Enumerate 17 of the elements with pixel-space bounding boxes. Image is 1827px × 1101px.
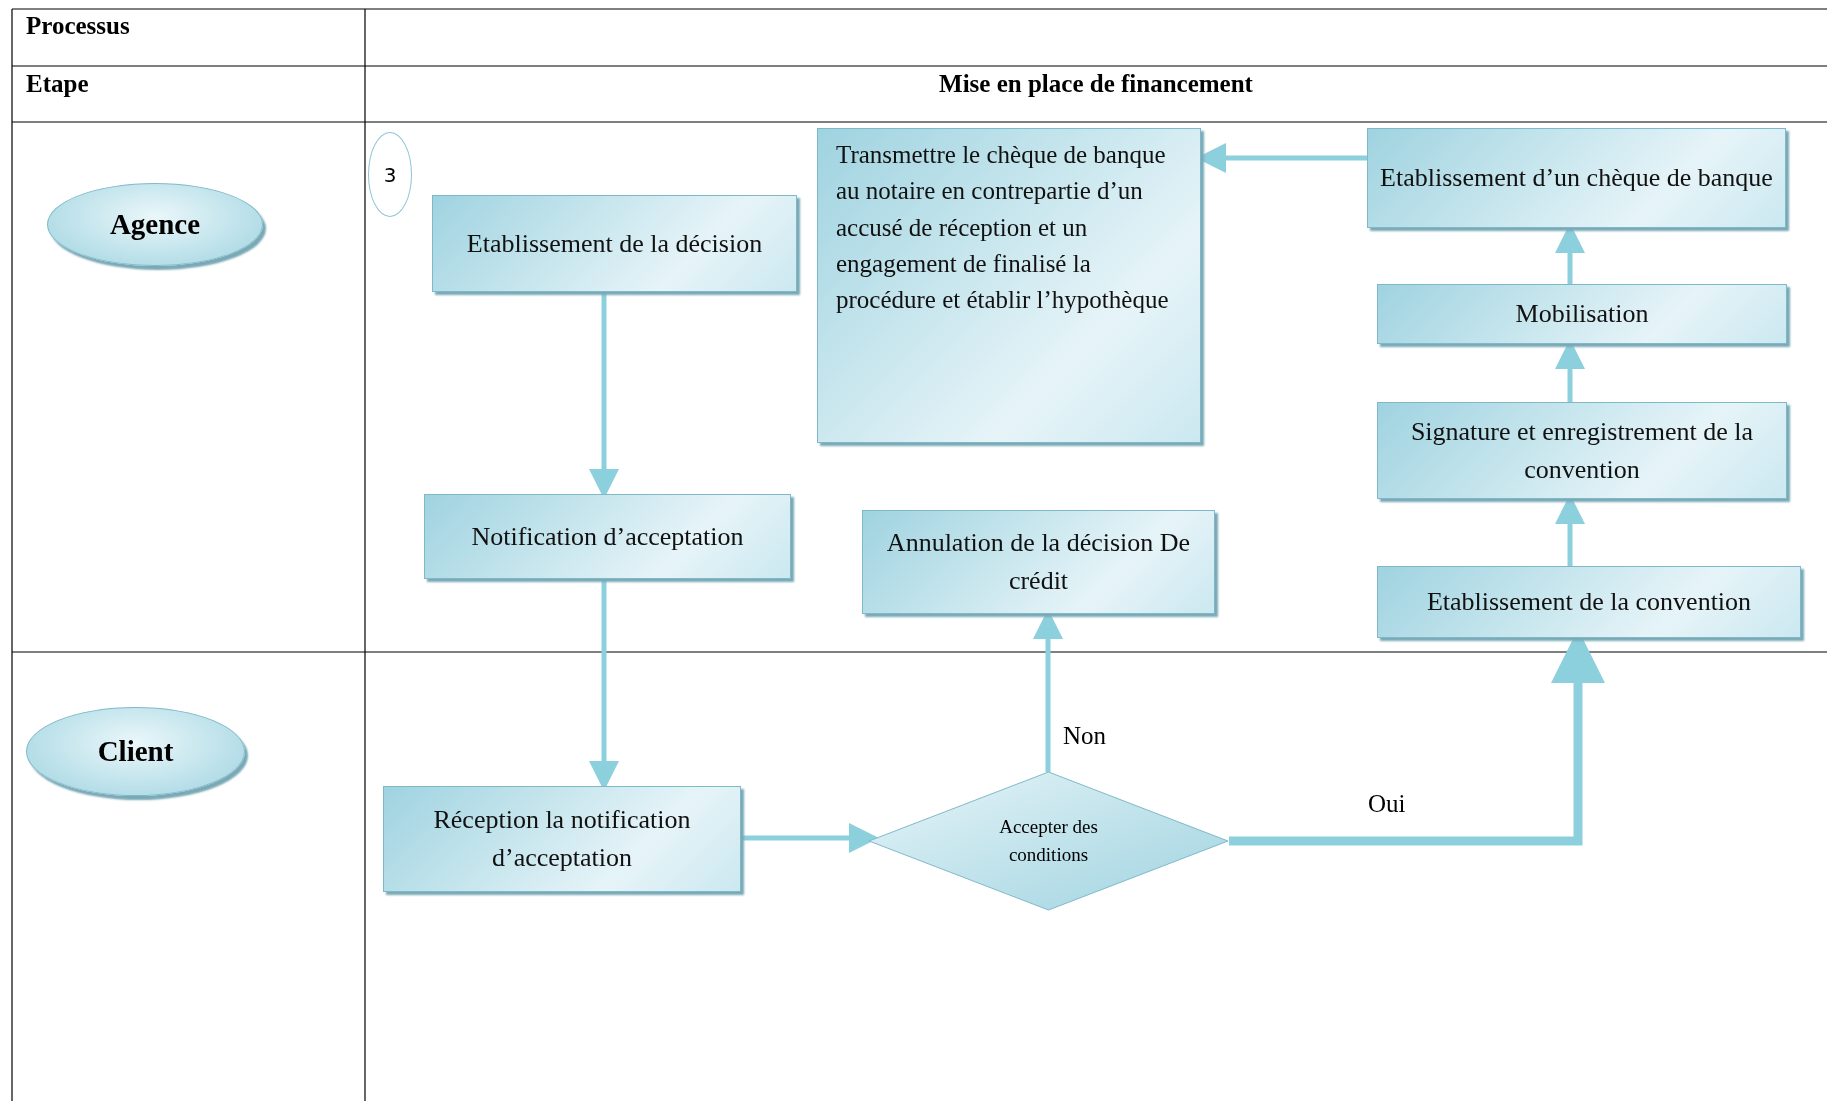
process-box: Etablissement de la convention [1377,566,1801,638]
process-box: Réception la notification d’acceptation [383,786,741,892]
decision-diamond: Accepter des conditions [868,771,1229,911]
lane-ellipse: Agence [47,183,263,266]
process-box: Etablissement de la décision [432,195,797,292]
lane-ellipse: Client [26,707,245,796]
process-box: Annulation de la décision De crédit [862,510,1215,614]
table-header-text: Etape [26,70,90,98]
process-box: Transmettre le chèque de banque au notaire en contrepartie d’un accusé de réception et un engagement de finalisé la procédure et établir l’hypothèque [817,128,1201,443]
table-header-text: Mise en place de financement [938,70,1254,98]
process-box: Mobilisation [1377,284,1787,344]
table-header-text: Processus [26,12,131,40]
process-box: Signature et enregistrement de la convention [1377,402,1787,499]
process-box: Etablissement d’un chèque de banque [1367,128,1786,228]
arrow [741,823,879,853]
step-number-ellipse: 3 [368,132,412,217]
process-box: Notification d’acceptation [424,494,791,579]
